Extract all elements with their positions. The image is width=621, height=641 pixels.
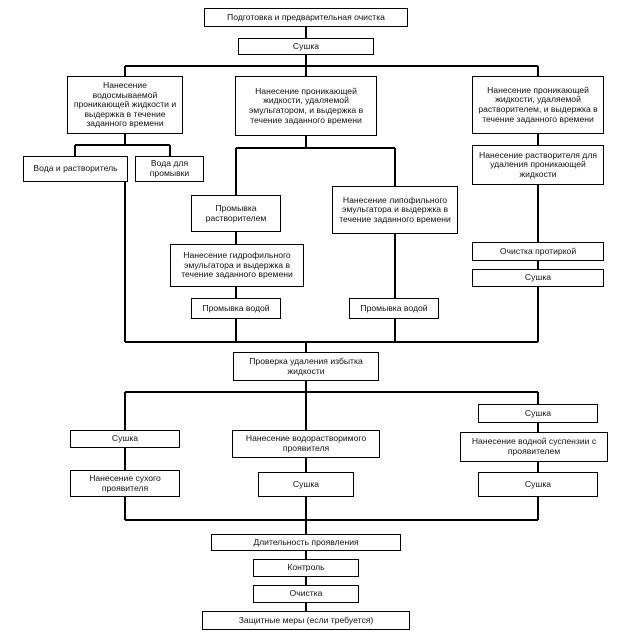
node-development-time: Длительность проявления <box>211 534 401 551</box>
node-apply-emulsifier-removable: Нанесение проникающей жидкости, удаляемо… <box>235 76 377 136</box>
node-apply-solvent-removable: Нанесение проникающей жидкости, удаляемо… <box>472 76 604 134</box>
node-water-wash-1: Промывка водой <box>191 298 281 319</box>
node-water-wash-2: Промывка водой <box>349 298 439 319</box>
node-dry-right-bottom: Сушка <box>478 472 598 497</box>
node-dry-right: Сушка <box>472 269 604 287</box>
node-apply-water-soluble-dev: Нанесение водорастворимого проявителя <box>232 430 380 458</box>
node-cleaning: Очистка <box>253 585 359 603</box>
node-dry-mid: Сушка <box>258 472 354 497</box>
node-apply-water-suspension: Нанесение водной суспензии с проявителем <box>460 432 608 462</box>
node-apply-lipophilic: Нанесение липофильного эмульгатора и выд… <box>332 186 458 234</box>
node-control: Контроль <box>253 559 359 577</box>
node-dry-right-top: Сушка <box>478 404 598 423</box>
node-prep: Подготовка и предварительная очистка <box>204 8 408 27</box>
node-check-excess: Проверка удаления избытка жидкости <box>233 352 379 381</box>
node-protective: Защитные меры (если требуется) <box>202 611 410 630</box>
node-apply-water-washable: Нанесение водосмываемой проникающей жидк… <box>67 76 183 134</box>
node-apply-solvent-remove: Нанесение растворителя для удаления прон… <box>472 145 604 185</box>
node-wipe-clean: Очистка протиркой <box>472 242 604 261</box>
node-solvent-wash: Промывка растворителем <box>191 195 281 232</box>
node-dry-top: Сушка <box>238 38 374 55</box>
node-apply-dry-developer: Нанесение сухого проявителя <box>70 470 180 497</box>
node-dry-left: Сушка <box>70 430 180 448</box>
node-apply-hydrophilic: Нанесение гидрофильного эмульгатора и вы… <box>170 244 304 287</box>
node-water-for-wash: Вода для промывки <box>135 156 204 182</box>
node-water-and-solvent: Вода и растворитель <box>23 156 128 182</box>
